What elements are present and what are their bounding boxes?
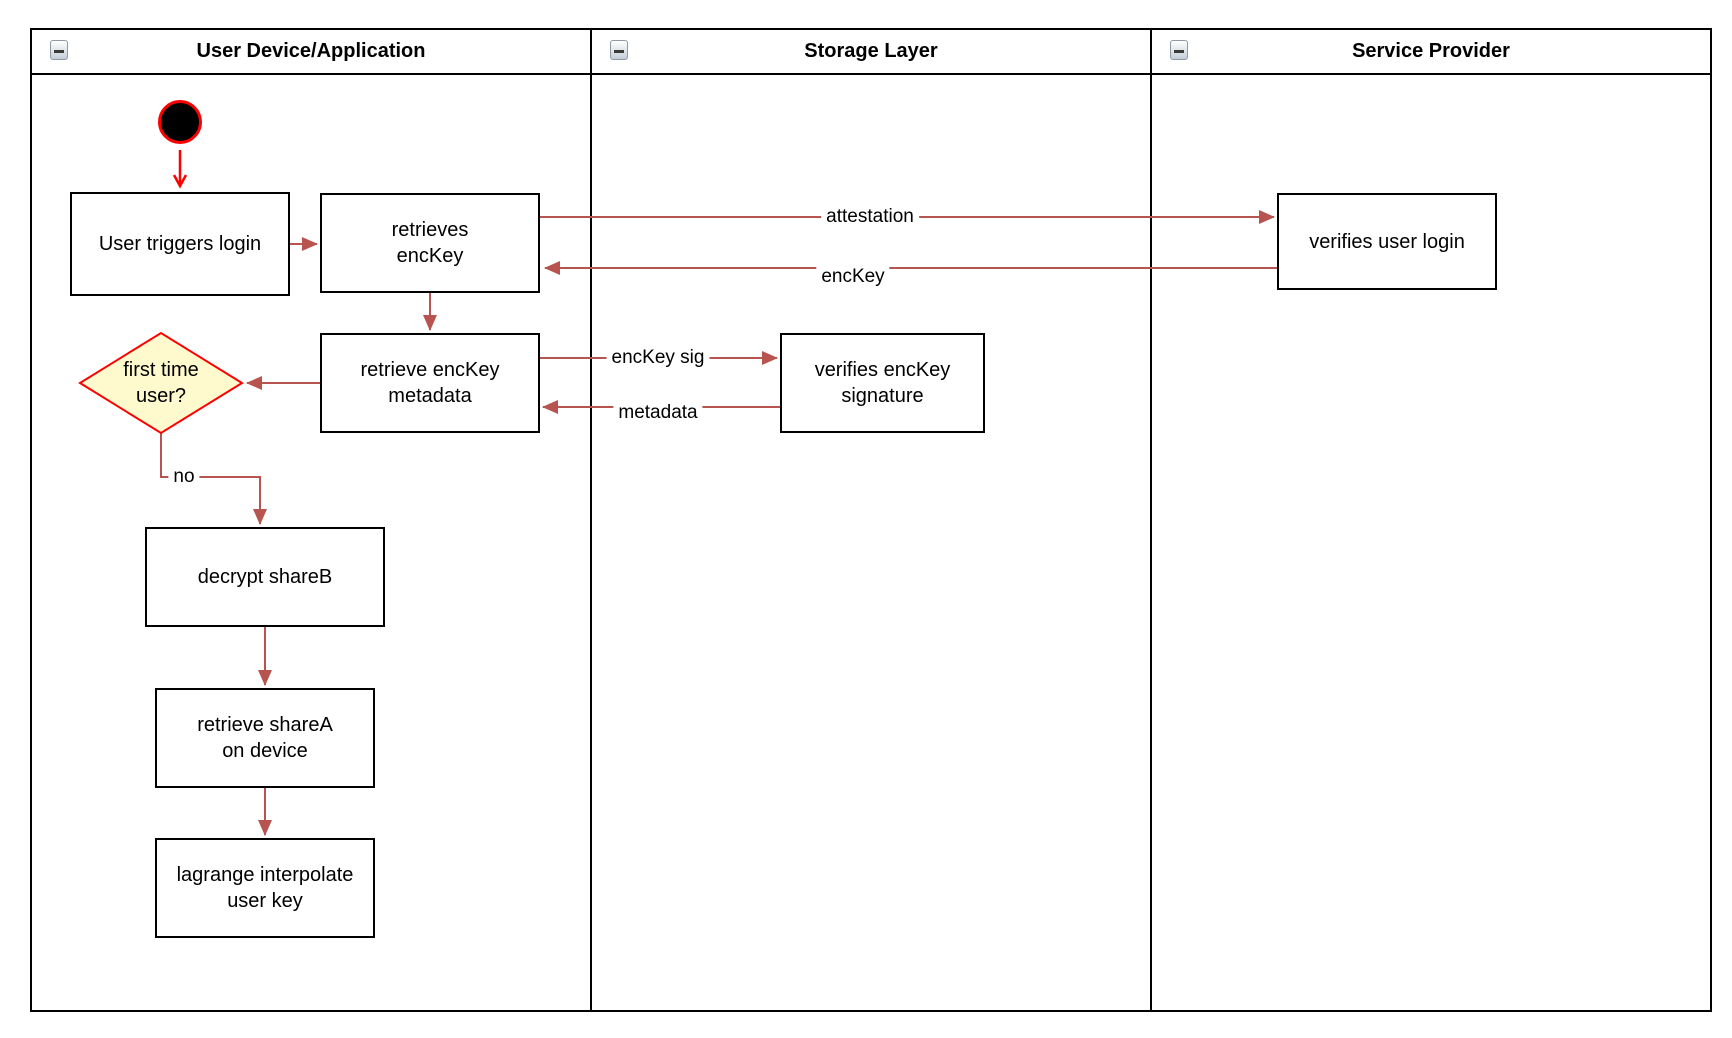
node-label: verifies user login <box>1309 230 1465 253</box>
node-retrieve-enckey-metadata[interactable]: retrieve encKey metadata <box>320 333 540 433</box>
decision-first-time-user[interactable] <box>78 331 244 435</box>
edge-label-no: no <box>168 466 200 488</box>
node-label: lagrange interpolate user key <box>176 864 354 912</box>
node-label: retrieves encKey <box>391 219 469 267</box>
collapse-button[interactable] <box>610 40 628 60</box>
lane-header-service-provider[interactable]: Service Provider <box>1152 30 1710 75</box>
collapse-button[interactable] <box>1170 40 1188 60</box>
node-label: User triggers login <box>98 233 262 255</box>
node-verifies-user-login[interactable]: verifies user login <box>1277 193 1497 290</box>
decision-label: first time user? <box>123 359 199 407</box>
lane-title-user-device: User Device/Application <box>196 40 426 62</box>
edge-label-enckey-sig: encKey sig <box>606 347 710 369</box>
edge-label-metadata: metadata <box>613 402 703 424</box>
lane-header-storage-layer[interactable]: Storage Layer <box>592 30 1150 75</box>
lane-title-service-provider: Service Provider <box>1352 40 1510 62</box>
node-user-triggers-login[interactable]: User triggers login <box>70 192 290 296</box>
lane-header-user-device[interactable]: User Device/Application <box>32 30 590 75</box>
node-label: verifies encKey signature <box>814 359 951 407</box>
node-label: retrieve encKey metadata <box>360 359 500 407</box>
start-node[interactable] <box>158 100 202 144</box>
node-lagrange-interpolate[interactable]: lagrange interpolate user key <box>155 838 375 938</box>
node-retrieves-enckey[interactable]: retrieves encKey <box>320 193 540 293</box>
edge-label-enckey: encKey <box>816 266 890 288</box>
edge-label-attestation: attestation <box>821 206 919 228</box>
node-label: retrieve shareA on device <box>197 714 333 762</box>
node-decrypt-shareb[interactable]: decrypt shareB <box>145 527 385 627</box>
minus-icon <box>1174 49 1184 53</box>
node-label: decrypt shareB <box>197 566 333 588</box>
lane-divider-2 <box>1150 30 1152 1010</box>
minus-icon <box>614 49 624 53</box>
minus-icon <box>54 49 64 53</box>
node-verifies-enckey-signature[interactable]: verifies encKey signature <box>780 333 985 433</box>
lane-title-storage-layer: Storage Layer <box>804 40 938 62</box>
lane-divider-1 <box>590 30 592 1010</box>
node-retrieve-sharea[interactable]: retrieve shareA on device <box>155 688 375 788</box>
collapse-button[interactable] <box>50 40 68 60</box>
